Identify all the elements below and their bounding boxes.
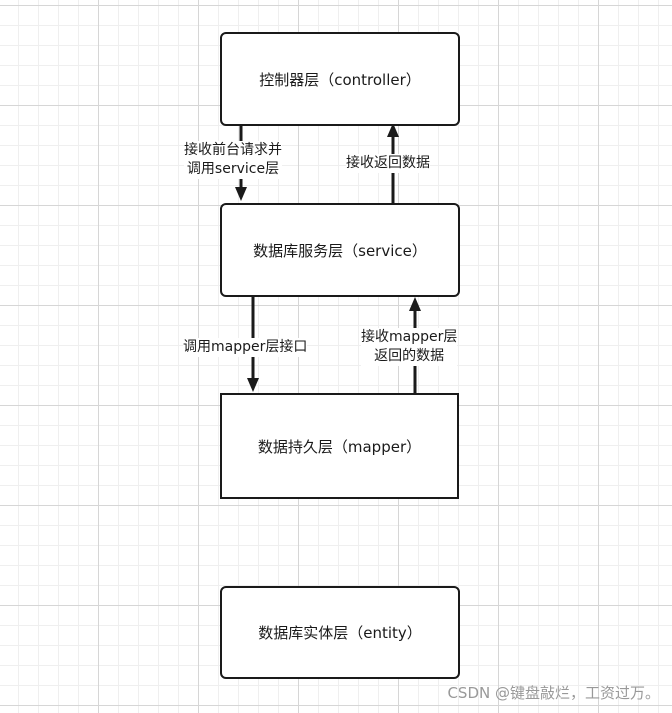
- edge-label-mapper-to-service: 接收mapper层 返回的数据: [361, 328, 458, 366]
- arrowhead-up-service: [409, 297, 421, 311]
- arrowhead-down-service: [235, 187, 247, 201]
- entity-layer-node: 数据库实体层（entity）: [220, 586, 460, 679]
- mapper-layer-node: 数据持久层（mapper）: [220, 393, 459, 499]
- entity-layer-label: 数据库实体层（entity）: [258, 624, 422, 642]
- mapper-layer-label: 数据持久层（mapper）: [257, 437, 422, 456]
- watermark: CSDN @键盘敲烂，工资过万。: [447, 684, 660, 702]
- arrowhead-up-controller: [387, 123, 399, 137]
- controller-layer-node: 控制器层（controller）: [220, 32, 460, 126]
- controller-layer-label: 控制器层（controller）: [259, 70, 421, 89]
- edge-label-service-to-mapper: 调用mapper层接口: [183, 338, 308, 357]
- edge-label-service-to-controller: 接收返回数据: [346, 154, 430, 173]
- arrowhead-down-mapper: [247, 378, 259, 392]
- service-layer-label: 数据库服务层（service）: [253, 241, 427, 260]
- service-layer-node: 数据库服务层（service）: [220, 203, 460, 297]
- edge-label-controller-to-service: 接收前台请求并 调用service层: [184, 141, 282, 179]
